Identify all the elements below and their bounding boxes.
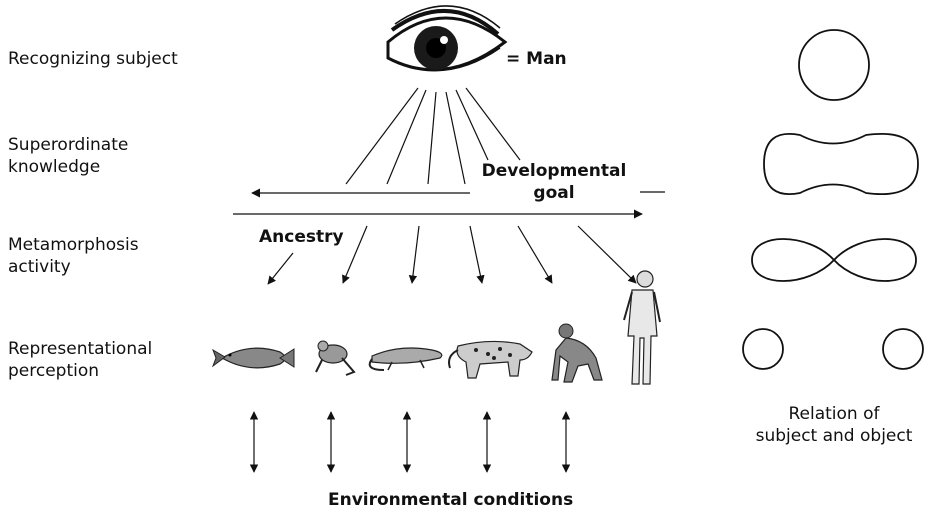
figure-eight-shape xyxy=(752,239,916,281)
object-circle xyxy=(883,329,923,369)
ape-icon xyxy=(552,324,602,382)
environmental-conditions-label: Environmental conditions xyxy=(328,489,573,511)
eye-icon xyxy=(388,6,505,71)
human-icon xyxy=(624,271,660,384)
subject-circle xyxy=(743,329,783,369)
developmental-goal-label: Developmental goal xyxy=(478,160,630,204)
ancestry-label: Ancestry xyxy=(259,226,344,248)
fish-icon xyxy=(213,348,294,368)
relation-caption: Relation of subject and object xyxy=(740,403,927,447)
leopard-icon xyxy=(449,341,532,378)
peanut-shape xyxy=(764,134,918,194)
eye-man-label: = Man xyxy=(506,48,567,70)
frog-icon xyxy=(316,341,354,375)
lizard-icon xyxy=(370,348,442,370)
environment-arrows xyxy=(254,412,566,472)
circle-shape xyxy=(799,30,869,100)
